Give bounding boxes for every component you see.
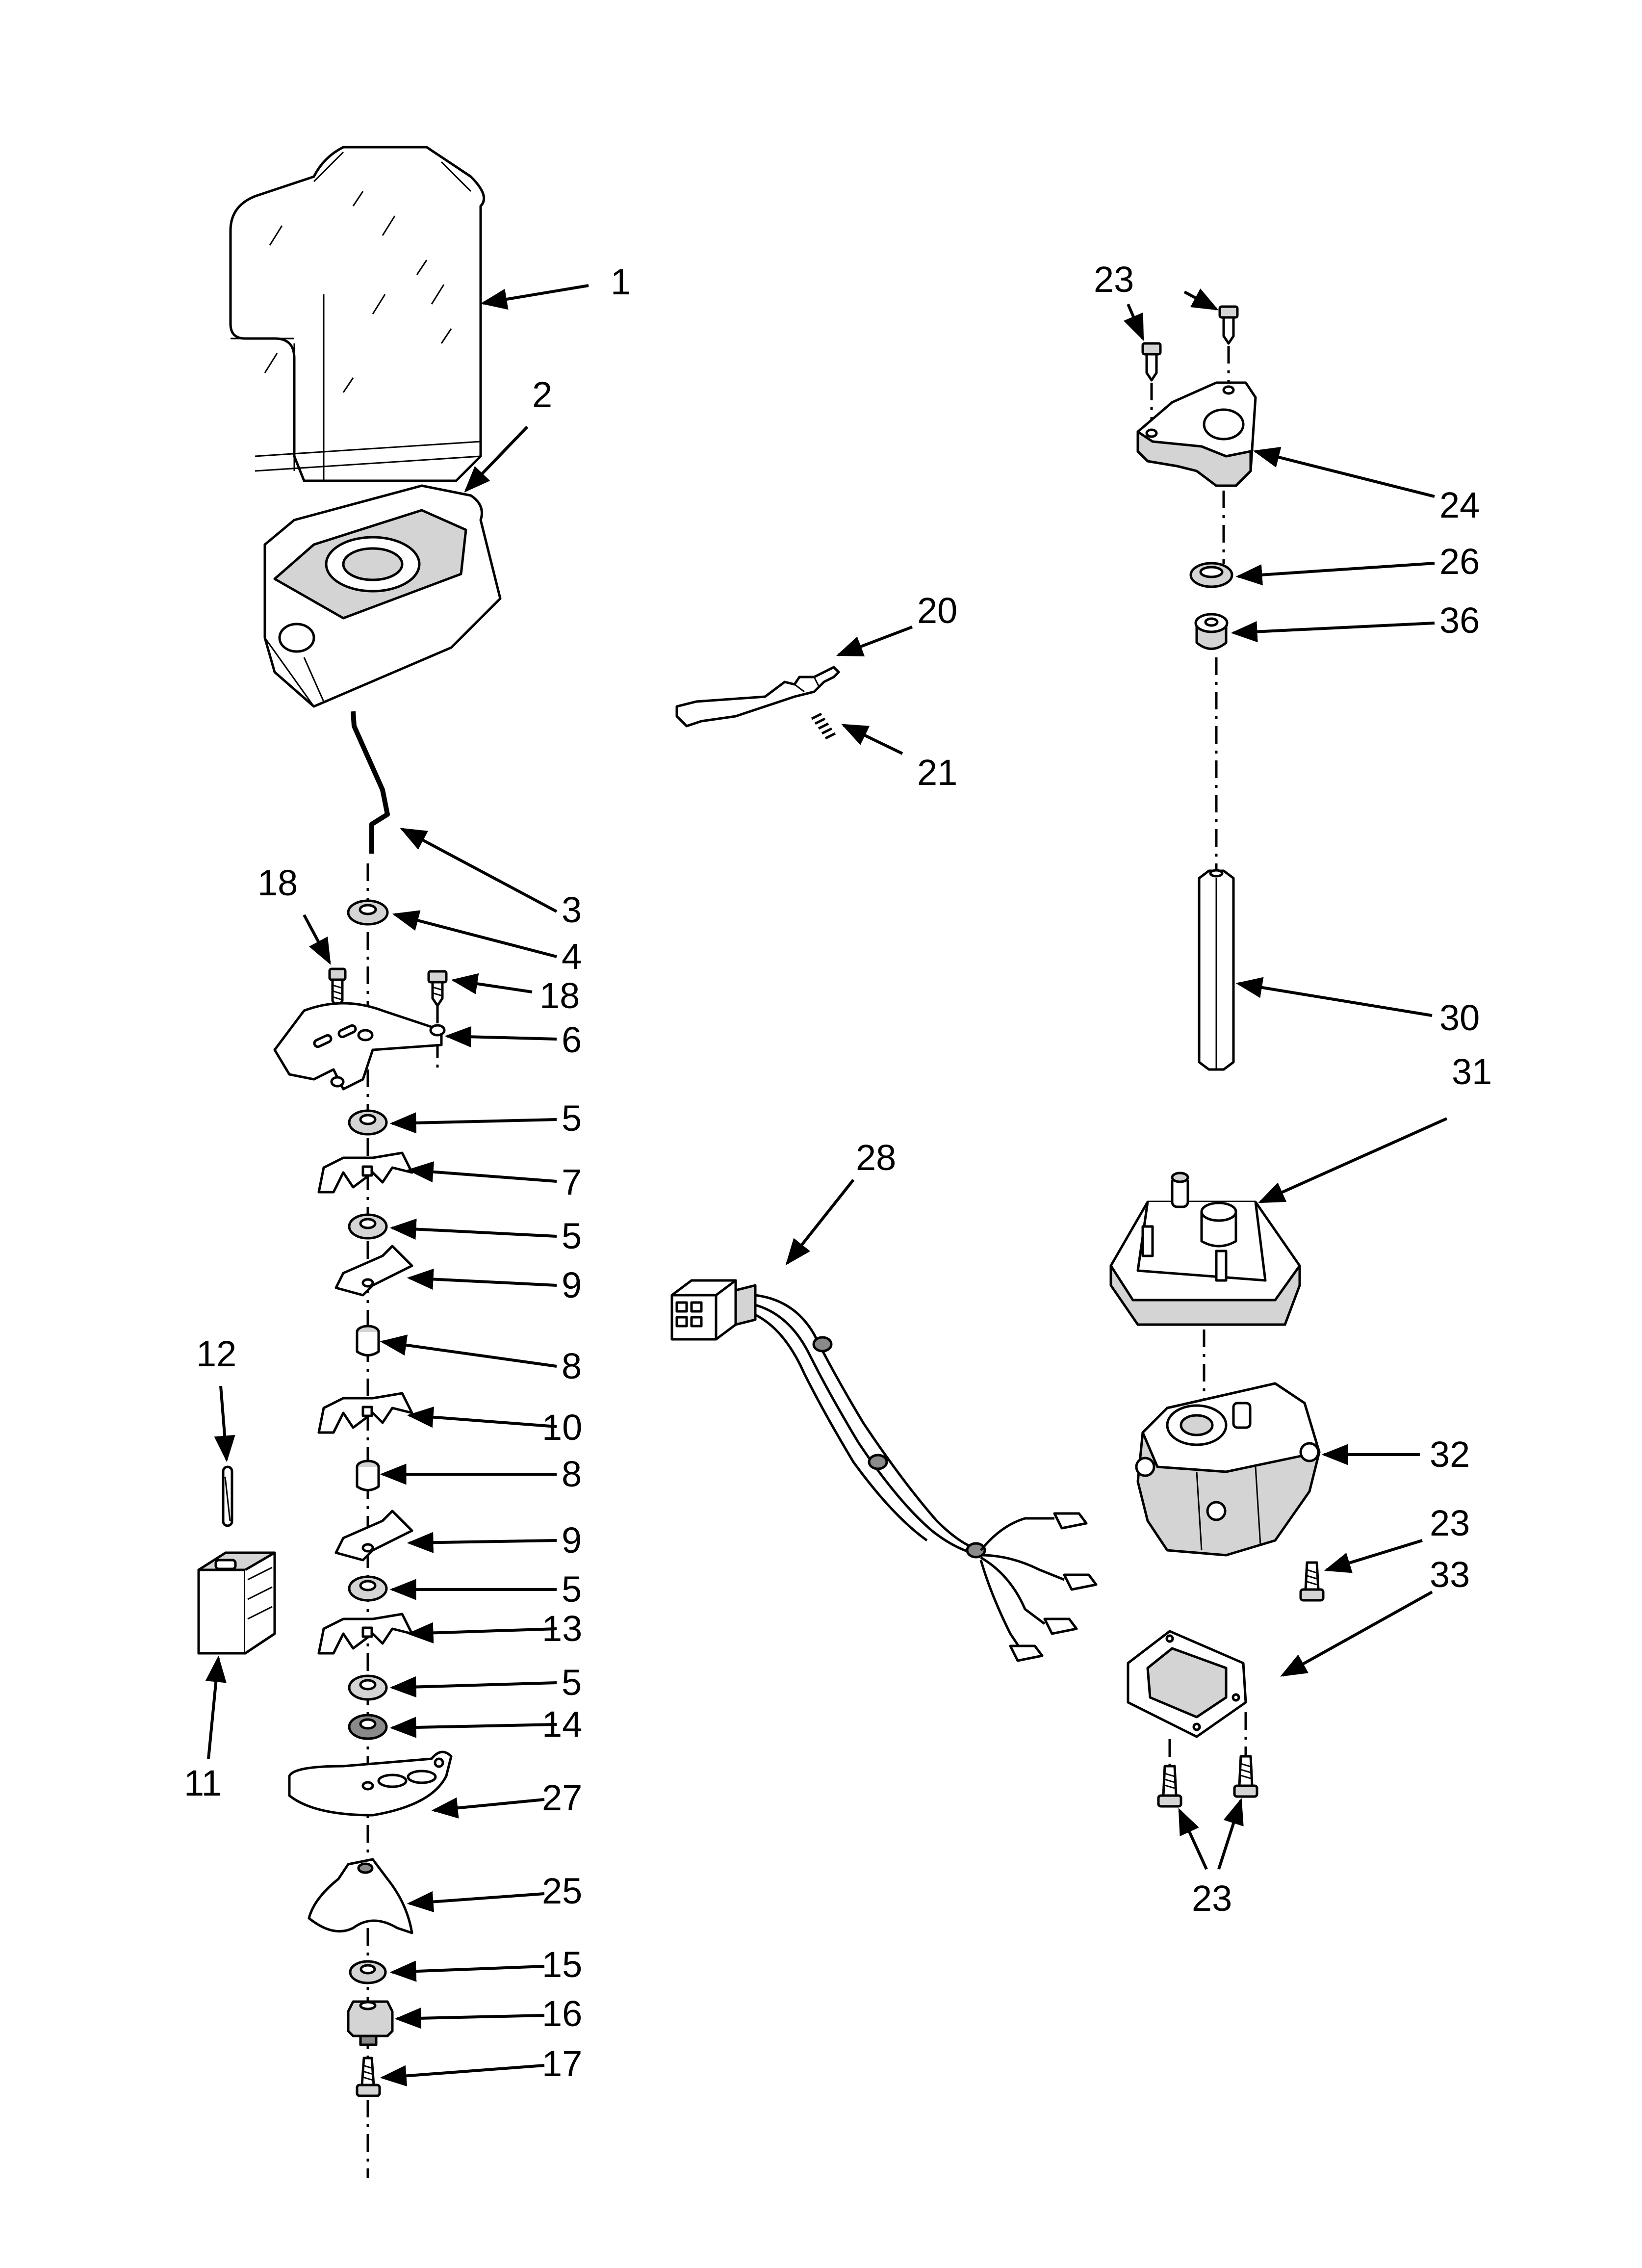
nut-16 bbox=[347, 2000, 394, 2046]
motor-32 bbox=[1135, 1382, 1321, 1557]
callout-1: 1 bbox=[611, 261, 631, 302]
washer-14 bbox=[348, 1714, 388, 1740]
callout-28: 28 bbox=[856, 1137, 896, 1178]
callout-4: 4 bbox=[562, 936, 582, 977]
callout-20: 20 bbox=[917, 590, 957, 631]
callout-24: 24 bbox=[1439, 485, 1480, 525]
actuator-arm-20 bbox=[675, 666, 840, 728]
callout-18-left: 18 bbox=[257, 862, 298, 903]
bushing-8-b bbox=[356, 1460, 380, 1491]
callout-8-a: 8 bbox=[562, 1346, 582, 1386]
callout-9-b: 9 bbox=[562, 1520, 582, 1561]
callout-7: 7 bbox=[562, 1162, 582, 1202]
callout-27: 27 bbox=[542, 1777, 582, 1818]
callout-5-c: 5 bbox=[562, 1569, 582, 1610]
callout-23-motor: 23 bbox=[1430, 1503, 1470, 1543]
callout-14: 14 bbox=[542, 1704, 582, 1745]
drive-shaft-30 bbox=[1198, 869, 1235, 1071]
screw-23-bottom-left bbox=[1157, 1765, 1182, 1808]
auger-wire-part bbox=[351, 711, 390, 854]
washer-26 bbox=[1189, 562, 1233, 588]
coupler-11 bbox=[197, 1551, 276, 1655]
gasket-33 bbox=[1127, 1630, 1247, 1738]
motor-cover-31 bbox=[1109, 1172, 1301, 1326]
auger-housing-part bbox=[263, 484, 502, 708]
callout-12: 12 bbox=[196, 1333, 236, 1374]
callout-36: 36 bbox=[1439, 600, 1480, 641]
callout-5-a: 5 bbox=[562, 1098, 582, 1139]
blade-13 bbox=[317, 1613, 413, 1655]
bushing-8-a bbox=[356, 1325, 380, 1356]
washer-15 bbox=[349, 1960, 387, 1984]
callout-25: 25 bbox=[542, 1871, 582, 1911]
callout-11: 11 bbox=[184, 1763, 222, 1803]
wire-harness-28 bbox=[670, 1279, 1098, 1662]
callout-23-bottom: 23 bbox=[1192, 1878, 1232, 1919]
callout-30: 30 bbox=[1439, 997, 1480, 1038]
callout-17: 17 bbox=[542, 2043, 582, 2084]
washer-5-b bbox=[348, 1213, 388, 1240]
screw-18-left bbox=[328, 967, 347, 1010]
bracket-24 bbox=[1136, 381, 1257, 487]
callout-31: 31 bbox=[1452, 1051, 1492, 1092]
washer-5-d bbox=[348, 1674, 388, 1701]
callout-16: 16 bbox=[542, 1993, 582, 2034]
callout-2: 2 bbox=[532, 374, 552, 415]
ice-bucket-part bbox=[229, 146, 486, 482]
divider-plate-27 bbox=[288, 1750, 453, 1817]
callout-33: 33 bbox=[1430, 1554, 1470, 1595]
callout-21: 21 bbox=[917, 752, 957, 793]
blade-9-b bbox=[334, 1510, 413, 1562]
screw-23-bottom-right bbox=[1233, 1755, 1258, 1798]
screw-18-right bbox=[427, 970, 448, 1007]
spring-21 bbox=[811, 712, 836, 740]
callout-18-right: 18 bbox=[539, 975, 580, 1016]
callout-9-a: 9 bbox=[562, 1265, 582, 1305]
sweep-25 bbox=[308, 1858, 413, 1934]
screw-23-top-left bbox=[1141, 342, 1162, 382]
callout-5-b: 5 bbox=[562, 1216, 582, 1256]
screw-23-top-right bbox=[1218, 305, 1239, 345]
callout-10: 10 bbox=[542, 1407, 582, 1448]
callout-23-top: 23 bbox=[1094, 259, 1134, 300]
screw-17 bbox=[356, 2057, 381, 2097]
washer-5-a bbox=[348, 1109, 388, 1136]
washer-5-c bbox=[348, 1575, 388, 1602]
blade-7 bbox=[317, 1151, 413, 1194]
screw-23-motor bbox=[1299, 1561, 1325, 1602]
bushing-36 bbox=[1194, 613, 1229, 650]
callout-labels: 1 2 3 4 18 18 6 5 7 5 9 8 10 8 9 5 13 5 … bbox=[184, 259, 1492, 2084]
blade-9-a bbox=[334, 1245, 413, 1297]
callout-8-b: 8 bbox=[562, 1454, 582, 1494]
callout-6: 6 bbox=[562, 1019, 582, 1060]
callout-26: 26 bbox=[1439, 541, 1480, 582]
callout-5-d: 5 bbox=[562, 1662, 582, 1703]
callout-15: 15 bbox=[542, 1944, 582, 1985]
callout-3: 3 bbox=[562, 889, 582, 930]
washer-4 bbox=[347, 899, 389, 926]
pin-12 bbox=[222, 1465, 233, 1527]
callout-32: 32 bbox=[1430, 1434, 1470, 1475]
blade-10 bbox=[317, 1392, 413, 1434]
callout-13: 13 bbox=[542, 1608, 582, 1649]
bracket-plate-6 bbox=[273, 1002, 446, 1091]
